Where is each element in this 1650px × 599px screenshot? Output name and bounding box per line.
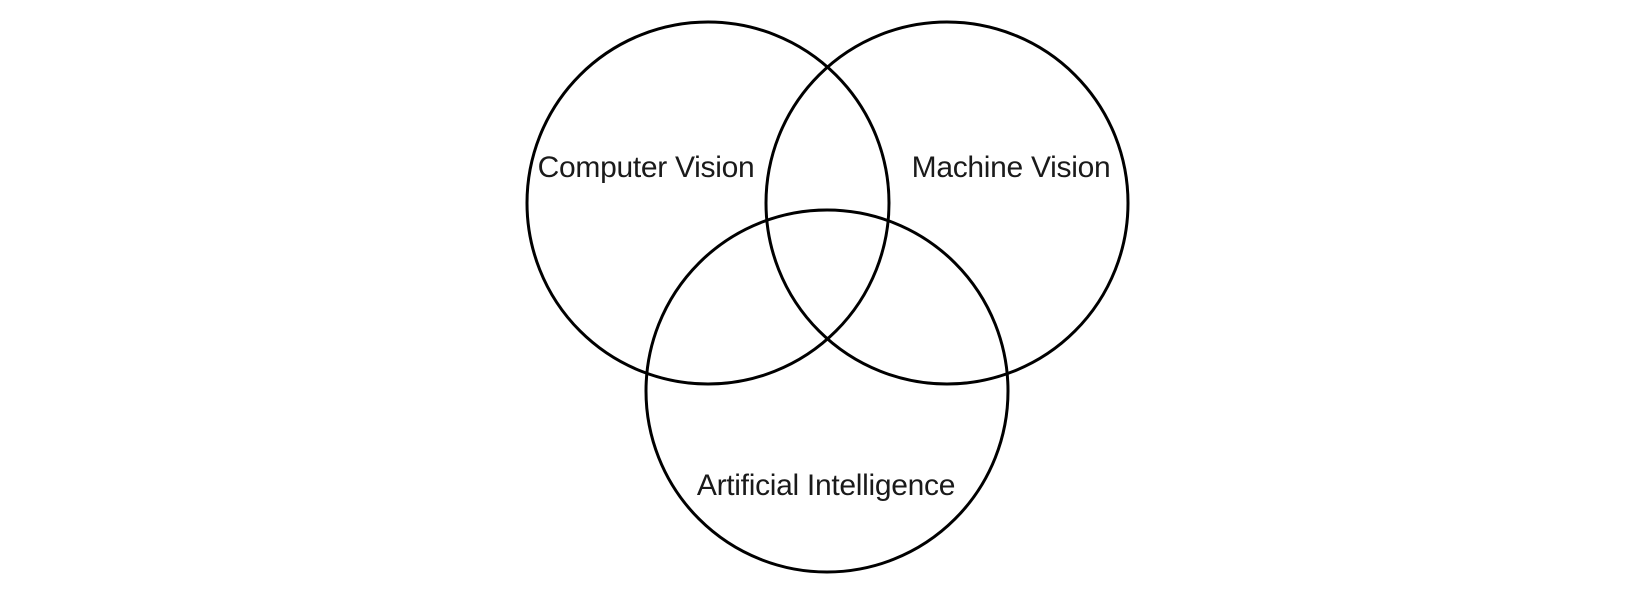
venn-circle-machine-vision bbox=[764, 20, 1130, 386]
venn-label-machine-vision: Machine Vision bbox=[912, 151, 1111, 184]
venn-label-computer-vision: Computer Vision bbox=[538, 151, 755, 184]
venn-circle-computer-vision bbox=[525, 20, 891, 386]
venn-label-artificial-intelligence: Artificial Intelligence bbox=[697, 469, 955, 502]
venn-circle-artificial-intelligence bbox=[644, 208, 1010, 574]
